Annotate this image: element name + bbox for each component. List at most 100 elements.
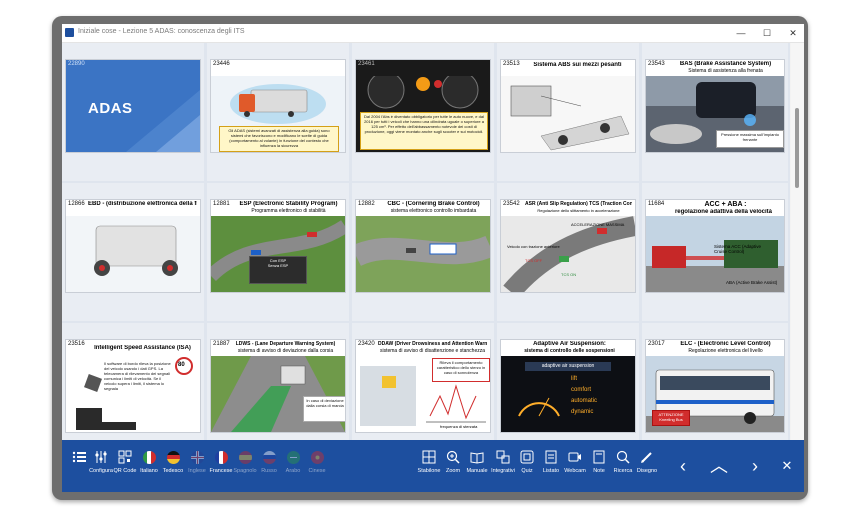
slide-tile-cbc[interactable]: 12882 CBC - (Cornering Brake Control) si…	[352, 183, 494, 327]
slide-tile-isa[interactable]: 23516 Intelligent Speed Assistance (ISA)…	[62, 323, 204, 469]
window-close-button[interactable]: ✕	[789, 28, 797, 38]
slide-caption: Il software di bordo rileva la posizione…	[102, 360, 174, 422]
window-title: Iniziale cose - Lezione 5 ADAS: conoscen…	[78, 28, 245, 35]
language-arabic-button[interactable]: Arabo	[278, 446, 308, 486]
disegno-button[interactable]: Disegno	[632, 446, 662, 486]
app-icon	[65, 28, 74, 37]
webcam-icon	[568, 452, 581, 462]
webcam-button[interactable]: Webcam	[560, 446, 590, 486]
toolbar-label: Cinese	[308, 468, 326, 474]
slide-tile-asr-tcs[interactable]: 23542 ASR (Anti Slip Regulation) TCS (Tr…	[497, 183, 639, 327]
label-acc: Sistema ACC (Adaptive Cruise Control)	[714, 244, 762, 254]
toolbar-label: Quiz	[521, 468, 533, 474]
slide-caption: ATTENZIONE Kneeling Bus	[652, 410, 690, 426]
toolbar-label: Webcam	[564, 468, 586, 474]
slide-tile-abs-heavy[interactable]: 23513 Sistema ABS sui mezzi pesanti	[497, 43, 639, 187]
label-aba: ABA (Active Brake Assist)	[726, 280, 778, 285]
slide-tile-bas[interactable]: 23543 BAS (Brake Assistance System) Sist…	[642, 43, 788, 187]
slide-heading: Adaptive Air Suspension:	[533, 341, 606, 347]
configura-button[interactable]: Configura	[86, 446, 116, 486]
slide-tile-abs-intro[interactable]: 22890 ADAS	[62, 43, 204, 181]
qr-code-button[interactable]: QR Code	[110, 446, 140, 486]
toolbar-label: Manuale	[466, 468, 488, 474]
quiz-button[interactable]: Quiz	[512, 446, 542, 486]
flag-germany-icon	[166, 451, 180, 464]
slide-tile-acc-aba[interactable]: 11684 ACC + ABA : regolazione adattiva d…	[642, 183, 788, 327]
language-french-button[interactable]: Francese	[206, 446, 236, 486]
cbc-road-illustration	[356, 216, 490, 292]
language-english-button[interactable]: Inglese	[182, 446, 212, 486]
suspension-gauge	[518, 397, 560, 417]
slide-caption: Dal 2004 l'Abs è diventato obbligatorio …	[360, 112, 488, 150]
manuale-button[interactable]: Manuale	[462, 446, 492, 486]
toolbar-label: Zoom	[445, 468, 461, 474]
language-spanish-button[interactable]: Spagnolo	[230, 446, 260, 486]
slide-subheading: regolazione adattiva della velocità	[674, 209, 773, 215]
flag-italy-icon	[142, 451, 156, 464]
traction-road-illustration	[501, 216, 635, 292]
slide-tile-elc[interactable]: 23017 ELC - (Electronic Level Control) R…	[642, 323, 788, 469]
slide-thumbnail: 12866 EBD - (distribuzione elettronica d…	[65, 199, 201, 293]
slide-number: 23542	[503, 201, 520, 207]
slide-tile-esp[interactable]: 12881 ESP (Electronic Stability Program)…	[207, 183, 349, 327]
stabilone-button[interactable]: Stabilone	[414, 446, 444, 486]
slide-tile-ldws[interactable]: 21887 LDWS - (Lane Departure Warning Sys…	[207, 323, 349, 469]
slide-heading: ELC - (Electronic Level Control)	[680, 341, 771, 347]
esp-legend: Con ESP Senza ESP	[249, 256, 307, 284]
mode-lift: lift	[571, 376, 577, 382]
qr-code-icon	[118, 450, 132, 464]
grid-icon	[422, 450, 436, 464]
slide-thumbnail: 23513 Sistema ABS sui mezzi pesanti	[500, 59, 636, 153]
slide-tile-air-suspension[interactable]: Adaptive Air Suspension: sistema di cont…	[497, 323, 639, 469]
slide-tile-ddaw[interactable]: 23420 DDAW (Driver Drowsiness and Attent…	[352, 323, 494, 469]
toolbar-label: Inglese	[188, 468, 206, 474]
maximize-button[interactable]: ☐	[762, 28, 772, 38]
slide-tile-abs-dashboard[interactable]: 23461 Dal 2004 l'Abs è diventato obbliga…	[352, 43, 494, 187]
label-max-acceleration: ACCELERAZIONE MASSIMA	[571, 222, 625, 227]
next-slide-button[interactable]: ›	[752, 456, 758, 476]
slide-cover-title: ADAS	[88, 100, 133, 117]
integrativi-button[interactable]: Integrativi	[488, 446, 518, 486]
language-russian-button[interactable]: Russo	[254, 446, 284, 486]
slide-heading: LDWS - (Lane Departure Warning System)	[235, 341, 336, 347]
flag-spain-icon	[238, 451, 252, 464]
slide-tile-ebd[interactable]: 12866 EBD - (distribuzione elettronica d…	[62, 183, 204, 327]
listato-button[interactable]: Listato	[536, 446, 566, 486]
slide-number: 12866	[68, 201, 85, 207]
slide-heading: Sistema ABS sui mezzi pesanti	[533, 62, 622, 68]
slide-thumbnail: 23543 BAS (Brake Assistance System) Sist…	[645, 59, 785, 153]
vertical-scrollbar[interactable]	[791, 43, 804, 463]
slide-tile-adas-definition[interactable]: 23446 Gli ADAS (sistemi avanzati di assi…	[207, 43, 349, 187]
minimize-button[interactable]: —	[736, 28, 746, 38]
toolbar-label: QR Code	[113, 468, 137, 474]
display-header: adaptive air suspension	[525, 362, 611, 371]
note-button[interactable]: Note	[584, 446, 614, 486]
expand-toolbar-button[interactable]: ︿	[710, 456, 728, 476]
slide-markers	[499, 314, 505, 327]
slide-heading: ESP (Electronic Stability Program)	[239, 201, 338, 207]
ricerca-button[interactable]: Ricerca	[608, 446, 638, 486]
slide-heading: EBD - (distribuzione elettronica della f…	[88, 201, 197, 207]
slide-markers	[209, 314, 215, 327]
toolbar-label: Francese	[209, 468, 233, 474]
language-chinese-button[interactable]: Cinese	[302, 446, 332, 486]
acc-trucks-illustration	[646, 216, 784, 292]
slide-number: 23513	[503, 61, 520, 67]
menu-list-button[interactable]	[64, 446, 94, 486]
flag-arabic-icon	[286, 451, 300, 464]
slide-caption: Gli ADAS (sistemi avanzati di assistenza…	[219, 126, 339, 152]
language-italian-button[interactable]: Italiano	[134, 446, 164, 486]
language-german-button[interactable]: Tedesco	[158, 446, 188, 486]
list-icon	[72, 451, 86, 463]
slide-number: 11684	[648, 201, 665, 207]
zoom-button[interactable]: Zoom	[438, 446, 468, 486]
flag-china-icon	[310, 451, 324, 464]
slide-heading: DDAW (Driver Drowsiness and Attention Wa…	[378, 341, 487, 347]
slide-thumbnail: 12881 ESP (Electronic Stability Program)…	[210, 199, 346, 293]
previous-slide-button[interactable]: ‹	[680, 456, 686, 476]
slide-heading: BAS (Brake Assistance System)	[679, 61, 772, 67]
scrollbar-thumb[interactable]	[795, 108, 799, 188]
slide-caption: In caso di deviazione dalla corsia di ma…	[303, 396, 345, 422]
close-toolbar-button[interactable]: ✕	[781, 458, 793, 473]
slide-heading: ASR (Anti Slip Regulation) TCS (Traction…	[525, 201, 632, 207]
